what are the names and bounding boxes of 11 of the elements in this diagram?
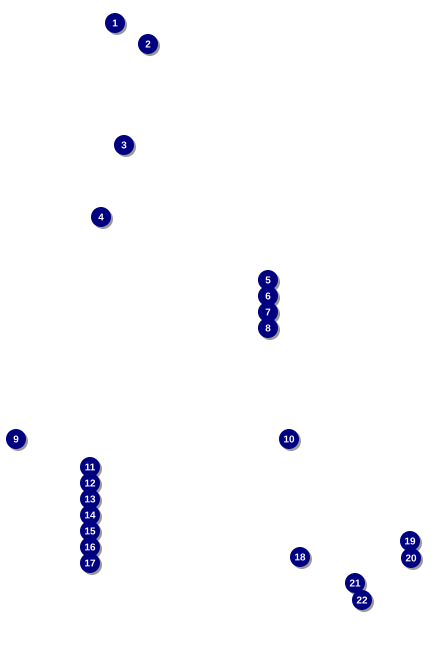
callout-number: 8 bbox=[258, 318, 280, 340]
callout-number: 22 bbox=[352, 590, 374, 612]
callout-number: 9 bbox=[6, 429, 28, 451]
callout-number: 1 bbox=[105, 13, 127, 35]
callout-number: 10 bbox=[279, 429, 301, 451]
callout-number: 20 bbox=[401, 548, 423, 570]
callout-number: 3 bbox=[114, 135, 136, 157]
callout-number: 4 bbox=[91, 207, 113, 229]
callout-number: 2 bbox=[138, 34, 160, 56]
callout-number: 18 bbox=[290, 547, 312, 569]
callout-number: 17 bbox=[80, 553, 102, 575]
